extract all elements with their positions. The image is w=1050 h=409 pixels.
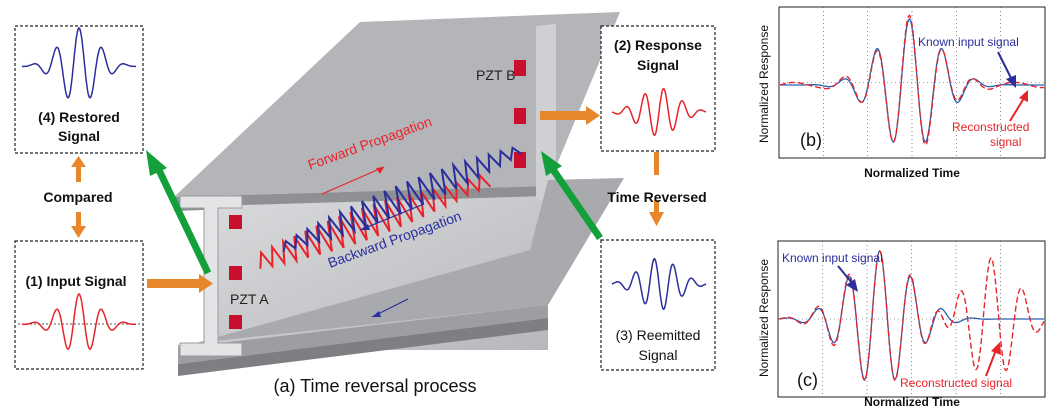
orange-arrow-head	[71, 156, 86, 167]
input-label: (1) Input Signal	[25, 273, 126, 289]
bottom-flange-front	[178, 318, 548, 376]
backward-arrow-head	[360, 224, 370, 230]
response-signal-box: (2) Response Signal	[600, 25, 716, 152]
time-reversed-label: Time Reversed	[607, 189, 706, 205]
propagation-waves	[259, 146, 523, 318]
restored-signal-box: (4) Restored Signal	[14, 25, 144, 154]
pzt-a-label: PZT A	[230, 291, 269, 307]
chart-b-recon-pointer	[1009, 97, 1025, 122]
orange-arrow-head	[199, 274, 213, 293]
orange-arrow-head	[71, 226, 86, 238]
input-wave	[22, 293, 136, 350]
beam-left-section	[179, 195, 243, 357]
box-frame	[14, 25, 144, 154]
i-beam	[174, 12, 624, 376]
forward-arrow-head	[376, 167, 384, 174]
chart-c-known-pointer-head	[846, 279, 858, 292]
response-label-1: (2) Response	[614, 37, 702, 53]
reemitted-wave	[611, 257, 707, 311]
box-frame	[14, 240, 144, 370]
chart-c-grid	[778, 241, 1045, 397]
chart-b-recon-label-1: Reconstructed	[952, 120, 1029, 134]
backward-arrow	[359, 203, 425, 231]
pzt-patches	[229, 60, 526, 329]
response-wave	[611, 87, 707, 137]
pzt-patch	[514, 60, 526, 76]
chart-c-known-label: Known input signal	[782, 251, 883, 265]
chart-b: Known input signal Reconstructed signal …	[757, 6, 1046, 180]
box-frame	[600, 25, 716, 152]
orange-arrow-shaft	[147, 279, 199, 288]
chart-c-known-pointer	[837, 265, 853, 284]
caption: (a) Time reversal process	[273, 376, 476, 396]
bottom-flange-top	[178, 305, 548, 364]
orange-arrows	[71, 106, 664, 293]
restored-label-1: (4) Restored	[38, 109, 120, 125]
pzt-patch	[229, 315, 242, 329]
chart-b-xlabel: Normalized Time	[864, 166, 960, 180]
orange-arrow-head	[586, 106, 600, 125]
chart-b-recon-pointer-head	[1019, 90, 1028, 102]
pzt-patch	[229, 215, 242, 229]
chart-c-ylabel: Normalized Response	[757, 259, 771, 377]
chart-b-known-pointer-head	[1006, 75, 1016, 88]
flange-arrow-head	[372, 311, 381, 317]
green-arrows	[146, 150, 603, 275]
chart-b-known-label: Known input signal	[918, 35, 1019, 49]
chart-c-reconstructed-curve	[778, 249, 1045, 382]
compared-label: Compared	[43, 189, 112, 205]
orange-arrow-shaft	[76, 212, 81, 227]
chart-b-panel-label: (b)	[800, 130, 822, 150]
pzt-patch	[229, 266, 242, 280]
pzt-patch	[514, 152, 526, 168]
chart-b-ylabel: Normalized Response	[757, 25, 771, 143]
chart-c-recon-pointer-head	[991, 342, 1001, 355]
green-arrow-shaft	[154, 166, 212, 275]
backward-wave	[282, 146, 523, 253]
forward-arrow	[321, 166, 385, 195]
chart-c-recon-label: Reconstructed signal	[900, 376, 1012, 390]
green-arrow-shaft	[549, 166, 603, 240]
reemitted-label-1: (3) Reemitted	[616, 327, 701, 343]
orange-arrow-shaft	[654, 200, 659, 213]
green-arrow-head	[146, 150, 167, 176]
restored-wave	[22, 27, 136, 99]
pzt-b-label: PZT B	[476, 67, 515, 83]
orange-arrow-shaft	[540, 111, 586, 120]
orange-arrow-shaft	[654, 152, 659, 175]
chart-c-recon-pointer	[985, 349, 997, 377]
restored-label-2: Signal	[58, 128, 100, 144]
chart-c: Known input signal Reconstructed signal …	[757, 240, 1046, 409]
reemitted-signal-box: (3) Reemitted Signal	[600, 239, 716, 371]
top-flange-surface	[174, 12, 620, 197]
box-frame	[600, 239, 716, 371]
bottom-flange-surface	[178, 178, 624, 348]
chart-b-known-pointer	[997, 51, 1013, 81]
reemitted-label-2: Signal	[639, 347, 678, 363]
orange-arrow-shaft	[76, 166, 81, 182]
chart-b-recon-label-2: signal	[990, 135, 1021, 149]
chart-b-reconstructed-curve	[779, 14, 1044, 146]
chart-c-xlabel: Normalized Time	[864, 395, 960, 409]
green-arrow-head	[541, 151, 562, 176]
response-label-2: Signal	[637, 57, 679, 73]
orange-arrow-head	[649, 212, 664, 226]
input-signal-box: (1) Input Signal	[14, 240, 144, 370]
chart-b-grid	[779, 7, 1045, 158]
pzt-patch	[514, 108, 526, 124]
chart-c-panel-label: (c)	[797, 370, 818, 390]
